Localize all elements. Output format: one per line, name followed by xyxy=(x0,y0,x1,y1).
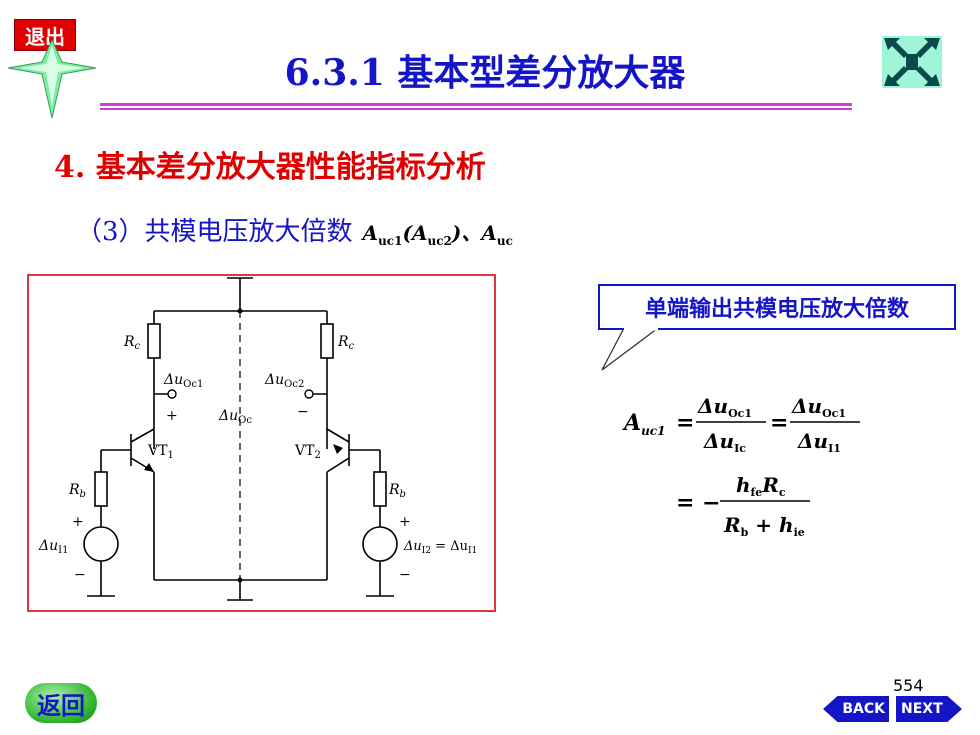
formula-eq1: = xyxy=(676,410,694,436)
return-button[interactable]: 返回 xyxy=(25,683,97,723)
formula-den1: ΔuIc xyxy=(703,429,746,455)
page-title: 6.3.1 基本型差分放大器 xyxy=(284,52,686,94)
differential-amplifier-circuit: Rc Rc Rb Rb ΔuOc1 ΔuOc2 ΔuOc + − VT1 VT2… xyxy=(38,277,477,601)
title-underline xyxy=(100,103,852,110)
u-i1-label: ΔuI1 xyxy=(38,538,68,556)
symbol-paren-close: )、 xyxy=(451,221,482,245)
u-oc2-label: ΔuOc2 xyxy=(264,372,304,390)
rb-right-label: Rb xyxy=(388,482,406,500)
formula-num1: ΔuOc1 xyxy=(697,394,752,420)
minus-i1: − xyxy=(74,567,86,583)
symbol-s3: uc xyxy=(496,234,513,248)
plus-i2: + xyxy=(399,514,411,530)
symbol-paren-open: ( xyxy=(402,221,412,245)
formula-den2: ΔuI1 xyxy=(797,429,841,455)
vt2-label: VT2 xyxy=(294,443,321,461)
gain-formula: Auc1 = ΔuOc1 ΔuIc = ΔuOc1 ΔuI1 = − hfeRc… xyxy=(622,394,860,539)
callout-box: 单端输出共模电压放大倍数 xyxy=(598,284,956,330)
minus-i2: − xyxy=(399,567,411,583)
u-oc-label: ΔuOc xyxy=(218,408,252,426)
formula-lhs: Auc1 xyxy=(622,410,665,438)
vt1-label: VT1 xyxy=(147,443,174,461)
formula-num2: ΔuOc1 xyxy=(791,394,846,420)
callout-tail xyxy=(601,327,659,371)
back-nav-button[interactable]: BACK xyxy=(823,696,889,722)
rc-right-label: Rc xyxy=(337,334,355,352)
rc-left-label: Rc xyxy=(123,334,141,352)
subsection-text: （3）共模电压放大倍数 xyxy=(76,217,353,247)
symbol-a2: A xyxy=(411,221,428,245)
four-arrows-icon[interactable] xyxy=(878,32,946,92)
gain-symbol: Auc1(Auc2)、Auc xyxy=(363,217,513,248)
next-nav-button[interactable]: NEXT xyxy=(896,696,962,722)
u-i2-label: ΔuI2 = ΔuI1 xyxy=(403,539,477,556)
formula-eq3: = − xyxy=(676,490,721,516)
u-oc1-label: ΔuOc1 xyxy=(163,372,203,390)
circuit-frame xyxy=(27,274,496,612)
section-heading: 4. 基本差分放大器性能指标分析 xyxy=(54,150,486,185)
symbol-s2: uc2 xyxy=(427,234,452,248)
symbol-a1: A xyxy=(362,221,379,245)
symbol-s1: uc1 xyxy=(378,234,403,248)
subsection-heading: （3）共模电压放大倍数 Auc1(Auc2)、Auc xyxy=(76,211,513,248)
plus-oc1: + xyxy=(166,408,178,424)
rb-left-label: Rb xyxy=(68,482,86,500)
formula-num3: hfeRc xyxy=(736,473,786,499)
four-point-star-icon xyxy=(7,40,97,119)
exit-button[interactable]: 退出 xyxy=(14,19,76,51)
formula-eq2: = xyxy=(770,410,788,436)
minus-oc2: − xyxy=(297,404,309,420)
plus-i1: + xyxy=(72,514,84,530)
page-number: 554 xyxy=(893,676,924,695)
symbol-a3: A xyxy=(481,221,497,245)
formula-den3: Rb + hie xyxy=(723,513,805,539)
